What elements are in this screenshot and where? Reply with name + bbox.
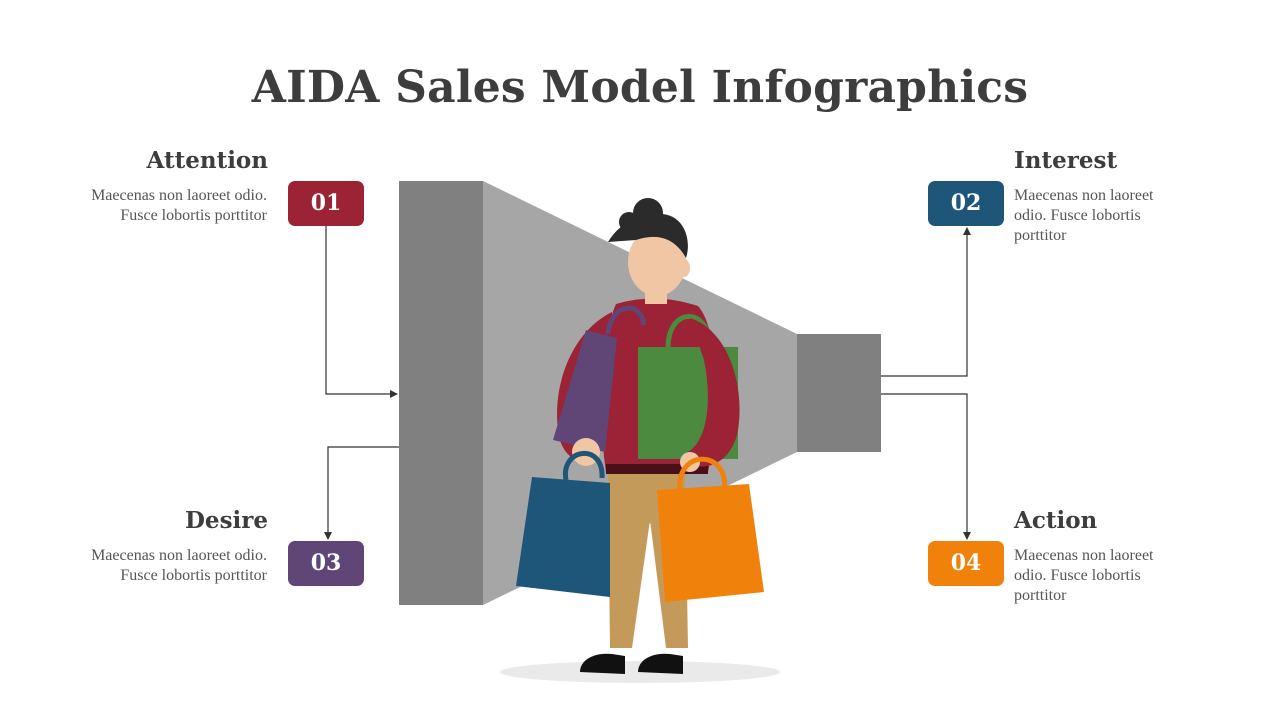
- shopper-illustration: [500, 198, 780, 683]
- funnel-wide-end: [399, 181, 483, 605]
- right-shoe: [638, 653, 683, 674]
- purple-bag-handle: [605, 305, 647, 335]
- attention-description: Maecenas non laoreet odio. Fusce loborti…: [91, 187, 267, 224]
- hair-bun-small: [619, 212, 639, 232]
- desire-description: Maecenas non laoreet odio. Fusce loborti…: [91, 547, 267, 584]
- interest-number-badge: 02: [928, 181, 1004, 226]
- interest-heading: Interest: [1014, 147, 1118, 174]
- action-heading: Action: [1014, 507, 1098, 534]
- action-number-badge: 04: [928, 541, 1004, 586]
- funnel-narrow-end: [797, 334, 881, 452]
- face: [628, 228, 686, 296]
- connectors: [324, 226, 971, 540]
- ear: [678, 259, 690, 277]
- left-shoe: [580, 653, 625, 674]
- desire-heading: Desire: [184, 507, 268, 534]
- orange-bag-handle: [677, 456, 727, 491]
- waistband: [606, 464, 708, 474]
- blue-bag: [516, 477, 610, 597]
- hair-bun: [633, 198, 663, 228]
- attention-connector: [325, 226, 398, 398]
- purple-bag: [553, 330, 617, 452]
- attention-heading: Attention: [146, 147, 268, 174]
- desire-connector: [324, 446, 399, 540]
- attention-number-badge: 01: [288, 181, 364, 226]
- right-arm: [688, 318, 740, 467]
- action-description: Maecenas non laoreet odio. Fusce loborti…: [1014, 547, 1154, 604]
- page-title: AIDA Sales Model Infographics: [251, 62, 1029, 113]
- interest-connector: [881, 227, 971, 377]
- action-connector: [881, 393, 971, 540]
- orange-bag: [657, 484, 764, 602]
- desire-number-badge: 03: [288, 541, 364, 586]
- blue-bag-handle: [563, 450, 605, 481]
- interest-description: Maecenas non laoreet odio. Fusce loborti…: [1014, 187, 1154, 244]
